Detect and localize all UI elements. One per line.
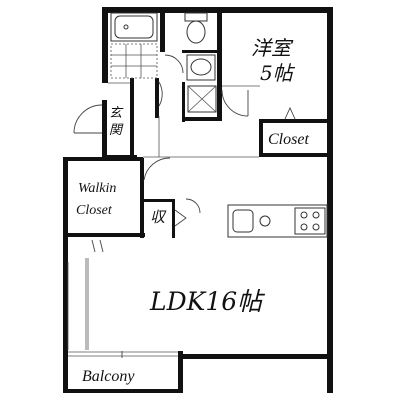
washbasin	[186, 54, 216, 81]
washing-machine-area	[187, 85, 217, 113]
toilet	[184, 12, 208, 44]
western-room-size: 5帖	[260, 61, 296, 85]
doors	[73, 54, 296, 358]
windows	[67, 82, 260, 357]
walls	[63, 7, 333, 393]
closet-label: Closet	[268, 131, 309, 148]
walkin-closet-label-2: Closet	[76, 203, 113, 218]
bathtub	[110, 12, 158, 42]
bath-floor	[110, 43, 158, 79]
western-room-name: 洋室	[251, 36, 294, 60]
room-labels: 洋室 5帖 Closet 玄 関 Walkin Closet 収 LDK16帖 …	[76, 36, 309, 385]
balcony-label: Balcony	[82, 368, 135, 385]
ldk-label: LDK16帖	[149, 287, 265, 316]
entrance-label-2: 関	[109, 123, 124, 138]
storage-label: 収	[150, 208, 167, 226]
kitchen-counter	[227, 204, 328, 238]
walkin-closet-label-1: Walkin	[78, 181, 116, 196]
entrance-label-1: 玄	[109, 106, 124, 121]
